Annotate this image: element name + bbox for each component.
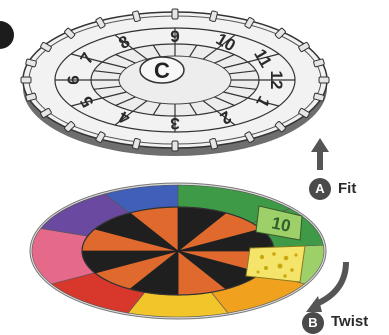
- step-b-label: Twist: [331, 313, 368, 330]
- corner-marker: [0, 21, 14, 49]
- step-b-badge: B: [302, 312, 324, 334]
- step-a-badge: A: [309, 178, 331, 200]
- center-letter: C: [154, 58, 170, 83]
- color-base-disc: 10: [30, 183, 326, 319]
- ring-number: 9: [170, 27, 179, 46]
- step-a-label: Fit: [338, 180, 356, 197]
- ring-number: 3: [170, 114, 179, 133]
- ring-number: 12: [267, 71, 286, 90]
- base-number-label: 10: [270, 213, 292, 236]
- fit-arrow-icon: [311, 138, 329, 170]
- base-pattern-window: [246, 246, 305, 282]
- ring-number: 6: [64, 75, 83, 84]
